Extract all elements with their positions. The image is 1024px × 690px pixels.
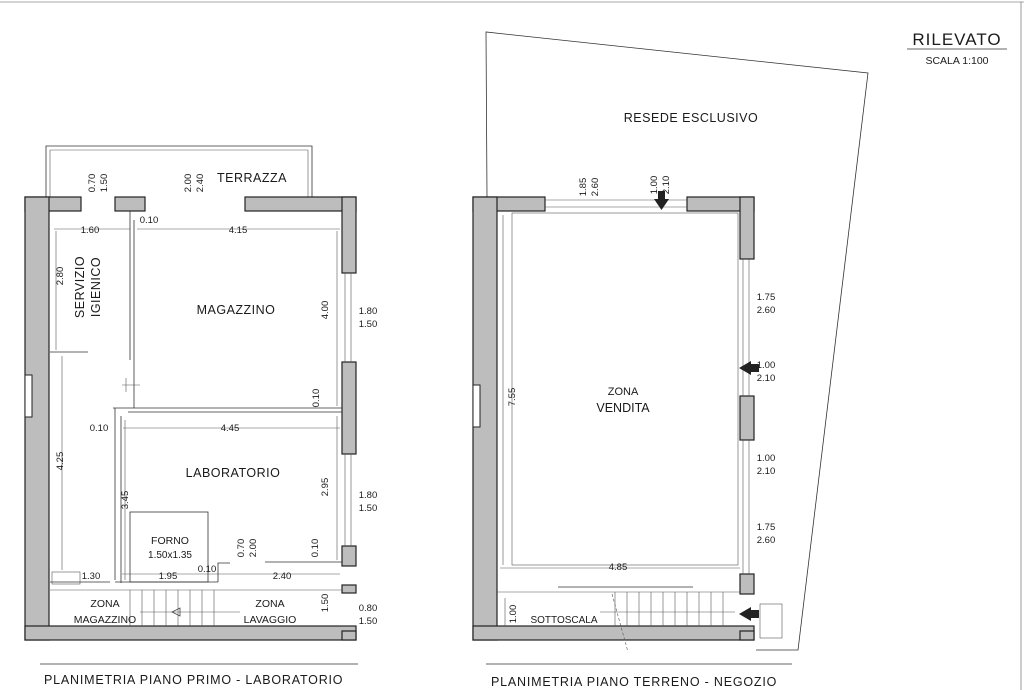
wall	[341, 196, 357, 274]
dimension-label: 0.80	[359, 603, 378, 614]
room-label-magazzino: MAGAZZINO	[197, 303, 276, 317]
wall	[24, 625, 357, 641]
dimension-label: 1.75	[757, 292, 776, 303]
left-stairs	[50, 589, 342, 626]
room-label-terrazza: TERRAZZA	[217, 171, 287, 185]
dimension-label: 2.10	[661, 176, 672, 195]
dimension-label: 1.95	[159, 571, 178, 582]
wall	[244, 196, 357, 212]
wall	[739, 630, 755, 641]
dimension-label: 4.25	[55, 452, 66, 471]
dimension-label: 1.80	[359, 306, 378, 317]
dimension-label: 0.10	[311, 389, 322, 408]
oven-outline	[129, 511, 209, 583]
dimension-label: 2.40	[273, 571, 292, 582]
wall	[341, 545, 357, 567]
entrance-arrow-icon	[654, 191, 669, 210]
entrance-arrow-icon	[739, 603, 783, 639]
dimension-label: 1.75	[757, 522, 776, 533]
dimension-label: 2.60	[757, 535, 776, 546]
wall	[739, 573, 755, 595]
dimension-label: 4.15	[229, 225, 248, 236]
dimension-label: 0.10	[198, 564, 217, 575]
wall	[341, 361, 357, 455]
dimension-label: 1.00	[757, 453, 776, 464]
dimension-label: 2.95	[320, 478, 331, 497]
dimension-label: 1.30	[82, 571, 101, 582]
dimension-label: 1.50	[99, 174, 110, 193]
wall	[341, 630, 357, 641]
room-label-servizio: SERVIZIO	[73, 256, 87, 318]
dimension-label: 2.80	[55, 267, 66, 286]
room-label-forno: FORNO	[151, 535, 189, 547]
dimension-label: 1.00	[757, 360, 776, 371]
dimension-label: 0.70	[87, 174, 98, 193]
room-label-zona-magazzino-2: MAGAZZINO	[74, 614, 136, 626]
dimension-label: 2.60	[590, 178, 601, 197]
dimension-label: 2.00	[248, 539, 259, 558]
room-label-zona-magazzino-1: ZONA	[90, 598, 119, 610]
wall	[24, 196, 50, 641]
dimension-label: 0.10	[140, 215, 159, 226]
dimension-label: 4.85	[609, 562, 628, 573]
drawing-scale: SCALA 1:100	[925, 55, 988, 67]
dimension-label: 1.50	[359, 616, 378, 627]
wall	[472, 625, 755, 641]
dimension-label: 2.00	[183, 174, 194, 193]
room-label-resede: RESEDE ESCLUSIVO	[624, 111, 758, 125]
wall	[739, 196, 755, 260]
dimension-label: 1.50	[359, 503, 378, 514]
wall	[114, 196, 146, 212]
entrance-arrow-icon	[739, 361, 759, 375]
dimension-label: 0.10	[90, 423, 109, 434]
dimension-label: 4.00	[320, 301, 331, 320]
room-label-laboratorio: LABORATORIO	[186, 466, 281, 480]
dimension-label: 1.80	[359, 490, 378, 501]
room-label-sottoscala: SOTTOSCALA	[530, 615, 597, 626]
dimension-label: 1.85	[578, 178, 589, 197]
room-label-zona-lavaggio-2: LAVAGGIO	[244, 614, 297, 626]
wall	[341, 584, 357, 594]
right-stairs	[600, 592, 735, 653]
dimension-label: 2.60	[757, 305, 776, 316]
dimension-label: 1.50	[359, 319, 378, 330]
left-floor-plan	[24, 145, 357, 641]
dimension-label: 2.40	[195, 174, 206, 193]
dimension-label: 1.50	[320, 594, 331, 613]
room-label-zona: ZONA	[608, 386, 639, 398]
dimension-label: 1.60	[81, 225, 100, 236]
room-label-forno-size: 1.50x1.35	[148, 550, 192, 561]
dimension-label: 0.10	[310, 539, 321, 558]
room-label-vendita: VENDITA	[596, 401, 650, 415]
dimension-label: 1.00	[508, 605, 519, 624]
dimension-label: 3.45	[120, 491, 131, 510]
dimension-label: 4.45	[221, 423, 240, 434]
caption-left-plan: PLANIMETRIA PIANO PRIMO - LABORATORIO	[44, 673, 343, 687]
dimension-label: 0.70	[236, 539, 247, 558]
dimension-label: 2.10	[757, 373, 776, 384]
dimension-label: 1.00	[649, 176, 660, 195]
wall	[739, 395, 755, 441]
header: RILEVATO SCALA 1:100	[907, 30, 1007, 67]
dimension-label: 2.10	[757, 466, 776, 477]
right-floor-plan	[472, 31, 869, 653]
room-label-zona-lavaggio-1: ZONA	[255, 598, 284, 610]
drawing-title: RILEVATO	[912, 30, 1001, 49]
room-label-igienico: IGIENICO	[89, 257, 103, 317]
dimension-label: 7.55	[507, 388, 518, 407]
caption-right-plan: PLANIMETRIA PIANO TERRENO - NEGOZIO	[491, 675, 777, 689]
